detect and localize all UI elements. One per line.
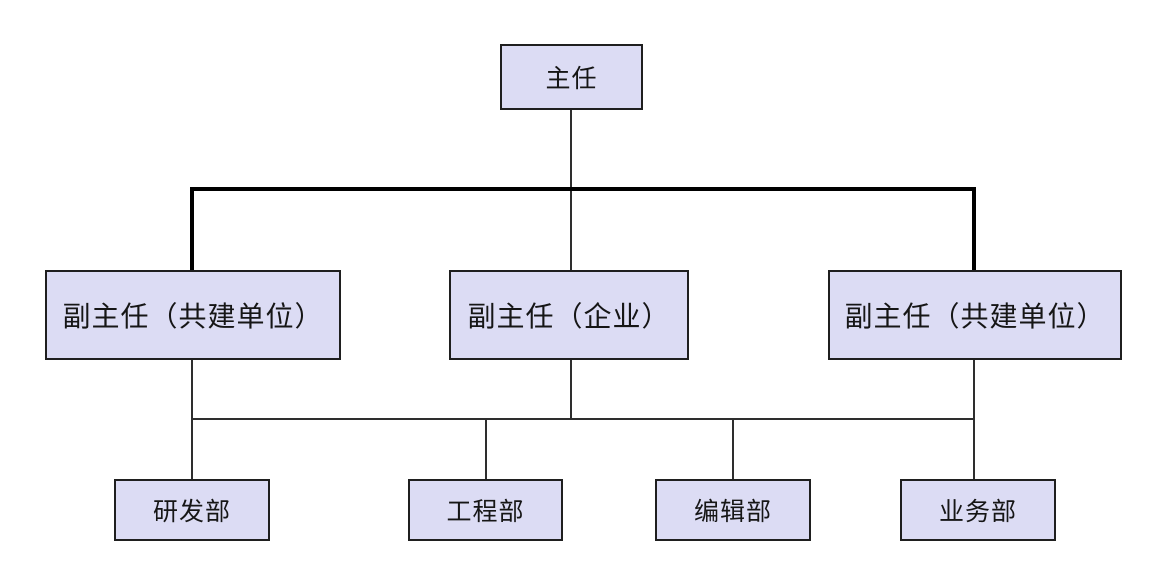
connector-top-rail-right-drop xyxy=(972,187,976,272)
connector-top-rail xyxy=(190,187,976,191)
connector-deputy1-stem xyxy=(191,360,193,420)
node-rd-department: 研发部 xyxy=(114,479,270,541)
node-business-department-label: 业务部 xyxy=(938,498,1017,526)
node-deputy-director-coconstruction-1-label: 副主任（共建单位） xyxy=(62,301,324,332)
connector-dept2-drop xyxy=(485,418,487,479)
connector-lower-rail xyxy=(191,418,975,420)
connector-dept3-drop xyxy=(732,418,734,479)
connector-deputy3-stem xyxy=(973,360,975,420)
node-deputy-director-coconstruction-1: 副主任（共建单位） xyxy=(45,270,341,360)
node-deputy-director-coconstruction-2: 副主任（共建单位） xyxy=(828,270,1122,360)
node-business-department: 业务部 xyxy=(900,479,1056,541)
node-deputy-director-coconstruction-2-label: 副主任（共建单位） xyxy=(844,301,1106,332)
node-director-label: 主任 xyxy=(545,65,598,93)
node-deputy-director-enterprise: 副主任（企业） xyxy=(449,270,689,360)
connector-dept4-drop xyxy=(973,418,975,479)
node-engineering-department: 工程部 xyxy=(408,479,563,541)
node-engineering-department-label: 工程部 xyxy=(446,498,525,526)
node-rd-department-label: 研发部 xyxy=(152,498,231,526)
connector-dept1-drop xyxy=(191,418,193,479)
connector-top-rail-left-drop xyxy=(190,187,194,272)
node-editorial-department: 编辑部 xyxy=(655,479,811,541)
node-deputy-director-enterprise-label: 副主任（企业） xyxy=(467,301,671,332)
node-editorial-department-label: 编辑部 xyxy=(693,498,772,526)
connector-root-stem xyxy=(570,110,572,272)
node-director: 主任 xyxy=(500,44,643,110)
connector-deputy2-stem xyxy=(570,360,572,420)
